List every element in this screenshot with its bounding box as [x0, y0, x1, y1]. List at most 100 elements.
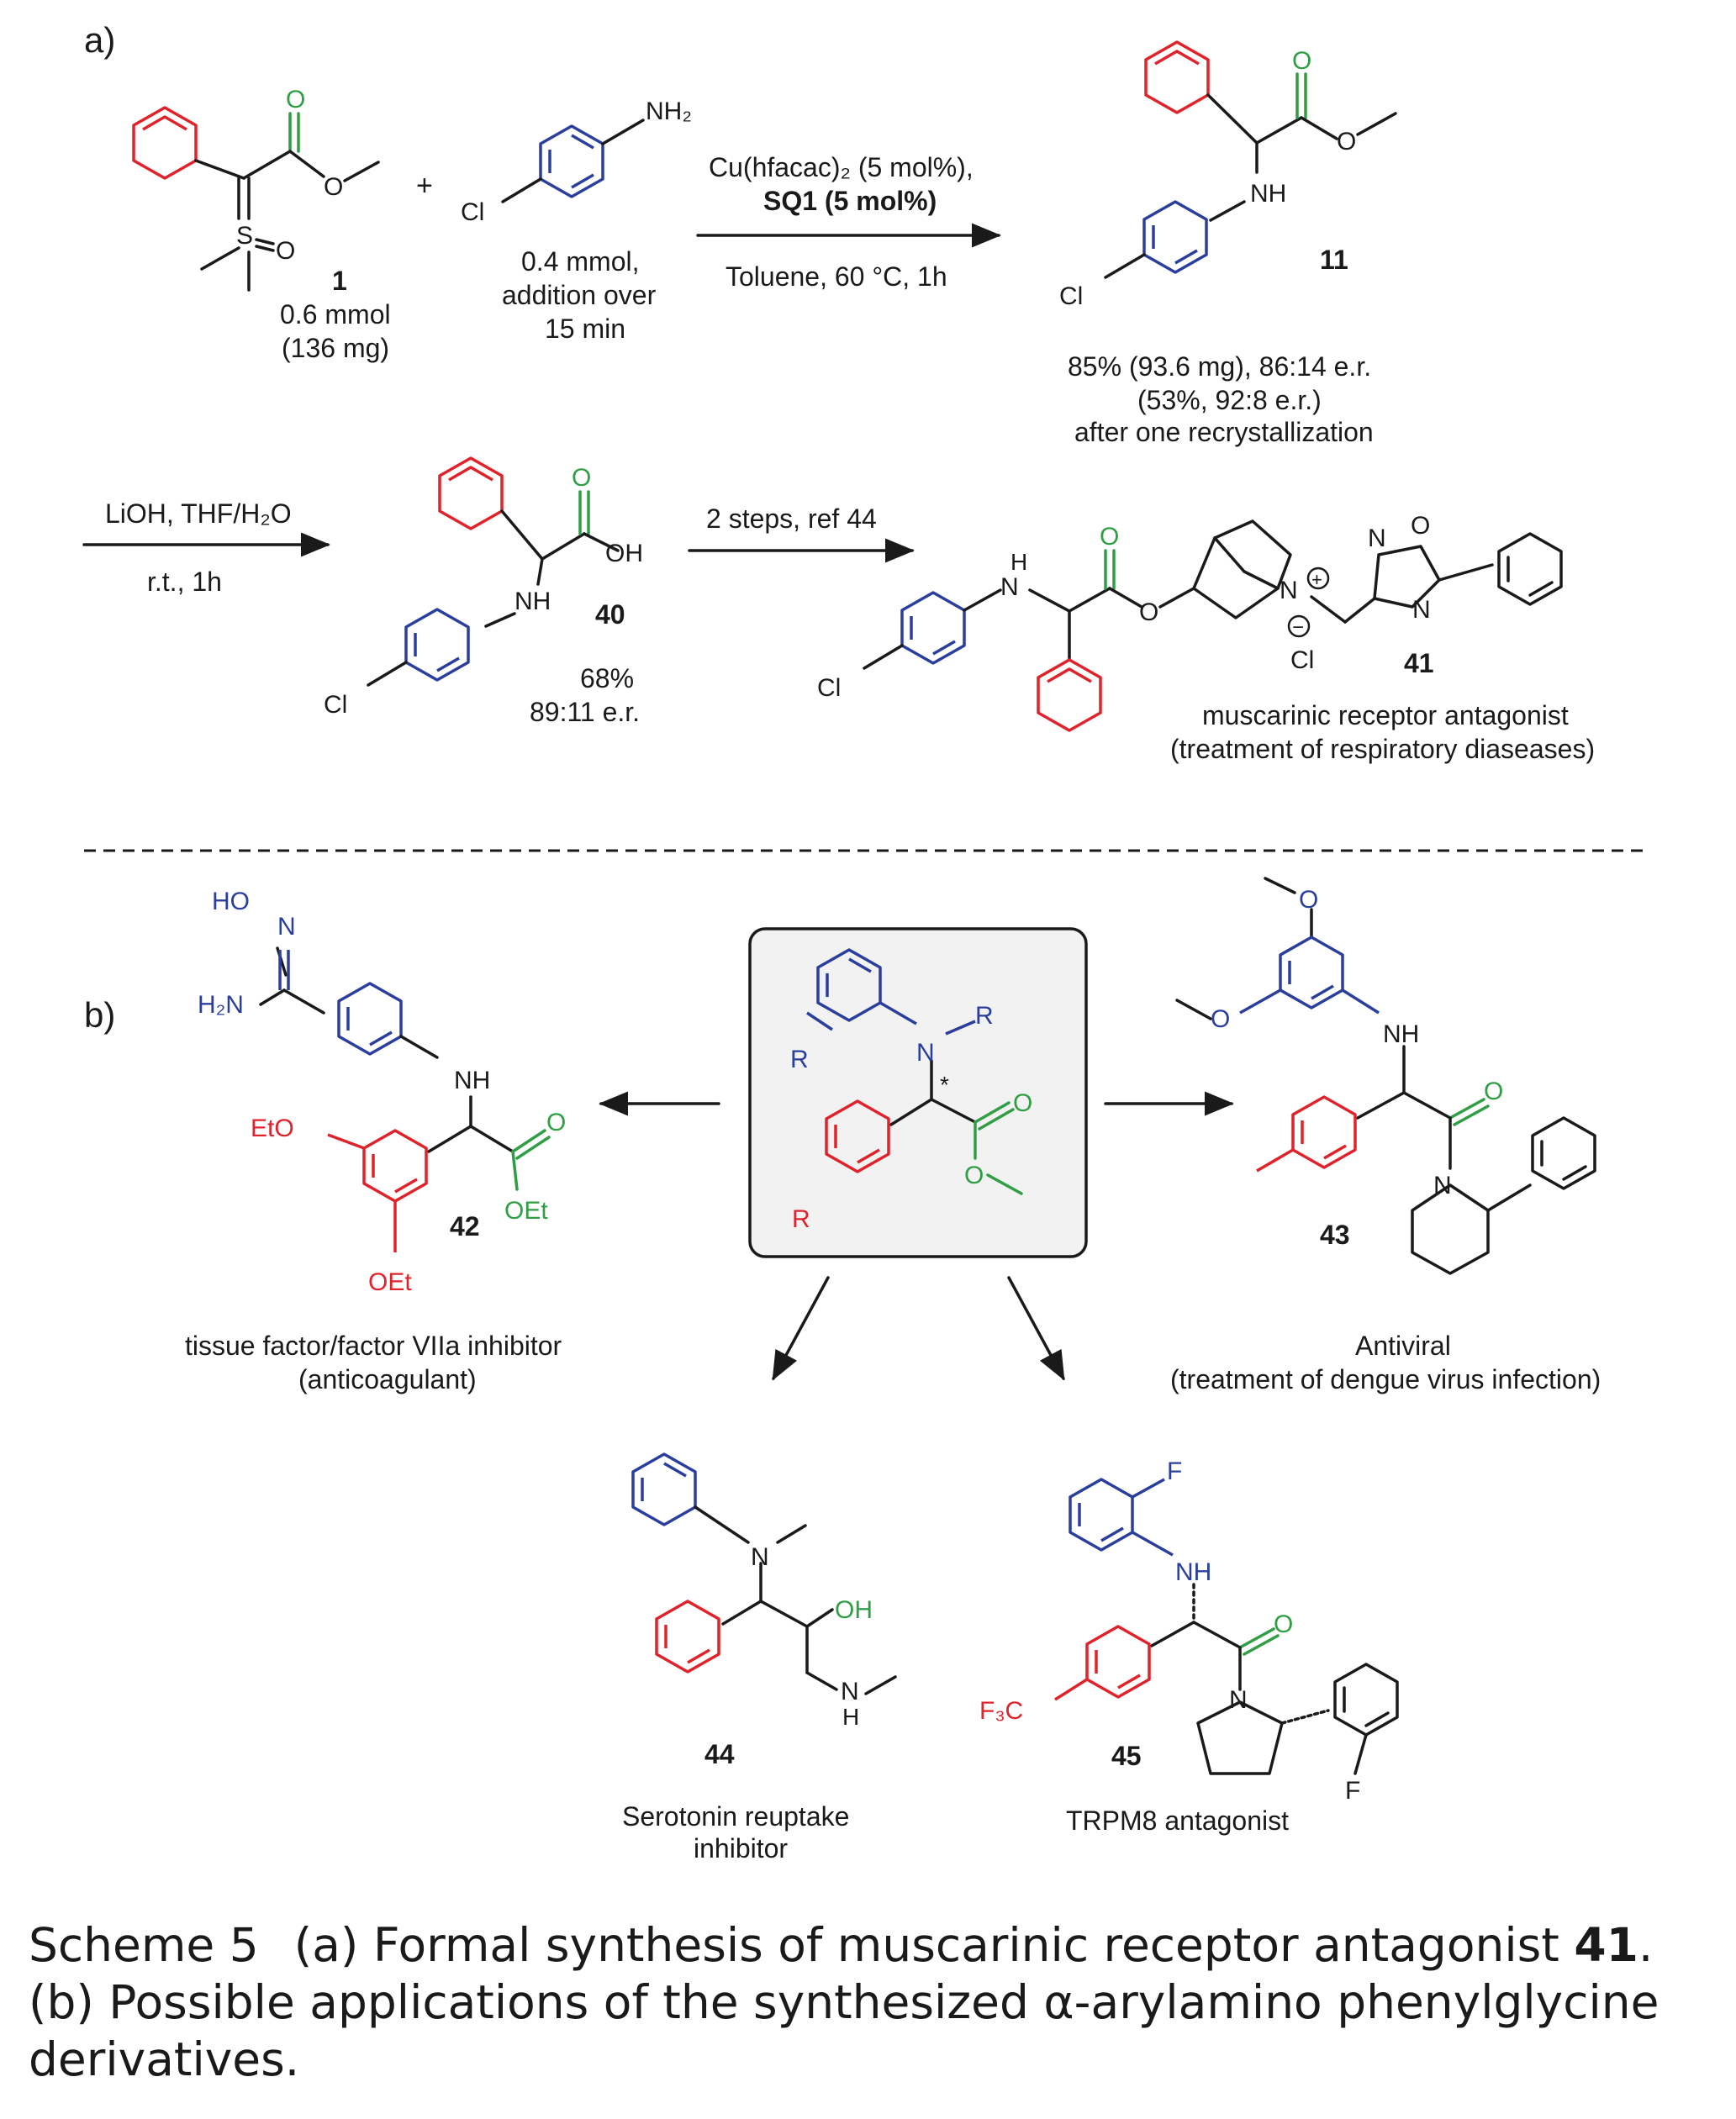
atom-n: N [1229, 1686, 1248, 1714]
minus-charge: − [1292, 616, 1304, 639]
ligand-label: SQ1 (5 mol%) [763, 186, 937, 216]
chloroaniline-structure [501, 119, 645, 203]
caption-compound-ref: 41 [1574, 1918, 1638, 1972]
atom-o: O [1211, 1005, 1230, 1033]
compound-45-structure [1054, 1478, 1399, 1775]
compound-40-yield: 68% [580, 663, 634, 693]
compound-40-number: 40 [595, 599, 625, 630]
compound-42-desc-1: tissue factor/factor VIIa inhibitor [185, 1331, 562, 1361]
compound-1-structure [132, 106, 380, 292]
atom-h: H [842, 1704, 859, 1730]
atom-o: O [1100, 523, 1119, 551]
atom-o: O [572, 464, 591, 492]
catalyst-label: Cu(hfacac)₂ (5 mol%), [709, 152, 974, 182]
atom-eto: EtO [251, 1115, 294, 1142]
atom-f3c: F₃C [979, 1697, 1023, 1725]
atom-nh2: NH₂ [646, 98, 692, 125]
plus-charge: + [1311, 569, 1322, 590]
atom-ho: HO [212, 888, 250, 915]
atom-n: N [1280, 577, 1298, 604]
atom-oh: OH [605, 540, 643, 567]
compound-1-amount: 0.6 mmol [280, 299, 391, 329]
atom-r: R [792, 1205, 810, 1233]
atom-n: N [751, 1543, 769, 1571]
compound-42-desc-2: (anticoagulant) [298, 1364, 477, 1394]
atom-n: N [1412, 596, 1431, 624]
atom-n: N [1433, 1172, 1452, 1199]
compound-43-structure [1175, 877, 1596, 1275]
compound-11-structure [1104, 40, 1397, 279]
atom-o: O [964, 1162, 984, 1189]
next-step-label: 2 steps, ref 44 [706, 503, 877, 534]
caption-text-1: (a) Formal synthesis of muscarinic recep… [293, 1918, 1575, 1972]
compound-43-desc-1: Antiviral [1355, 1331, 1451, 1361]
compound-1-number: 1 [332, 266, 347, 296]
conditions-label: Toluene, 60 °C, 1h [726, 261, 947, 292]
compound-44-desc-1: Serotonin reuptake [622, 1801, 849, 1832]
atom-n: N [277, 913, 296, 941]
atom-n: N [1000, 573, 1019, 601]
atom-o: O [286, 86, 305, 113]
atom-nh: NH [514, 588, 551, 615]
atom-o: O [546, 1109, 566, 1136]
reagent-label: LiOH, THF/H₂O [105, 498, 292, 529]
compound-41-desc-1: muscarinic receptor antagonist [1202, 700, 1569, 730]
yield-line-1: 85% (93.6 mg), 86:14 e.r. [1068, 351, 1371, 382]
compound-40-er: 89:11 e.r. [530, 697, 640, 727]
amine-amount: 0.4 mmol, [521, 246, 639, 277]
atom-nh: NH [454, 1067, 490, 1094]
atom-cl: Cl [461, 198, 484, 226]
atom-n: N [841, 1678, 859, 1705]
compound-44-structure [631, 1452, 897, 1695]
atom-nh: NH [1175, 1558, 1211, 1586]
atom-f: F [1167, 1457, 1182, 1485]
atom-o: O [324, 173, 343, 201]
stereo-star: * [940, 1072, 949, 1098]
reaction-scheme: a) O O S O 1 0.6 mmol (136 mg) + NH₂ Cl … [82, 20, 1648, 1863]
plus-sign: + [416, 170, 433, 202]
compound-11-number: 11 [1320, 245, 1348, 275]
atom-cl: Cl [1059, 282, 1083, 310]
compound-45-desc: TRPM8 antagonist [1066, 1805, 1289, 1836]
atom-n: N [916, 1039, 935, 1067]
atom-o: O [1013, 1089, 1032, 1117]
atom-o: O [1274, 1610, 1293, 1638]
compound-40-structure [367, 456, 620, 687]
atom-s: S [236, 222, 253, 250]
atom-nh: NH [1250, 180, 1286, 208]
yield-line-3: after one recrystallization [1074, 417, 1374, 447]
compound-45-number: 45 [1111, 1741, 1142, 1771]
amine-addition: addition over [502, 280, 657, 310]
compound-42-structure [259, 946, 551, 1252]
conditions-label-2: r.t., 1h [147, 567, 222, 597]
compound-41-structure [863, 519, 1563, 732]
atom-r: R [975, 1002, 994, 1030]
panel-b-label: b) [84, 995, 115, 1035]
arrow-to-44 [772, 1276, 830, 1381]
atom-o: O [1299, 886, 1318, 914]
atom-r: R [790, 1046, 809, 1073]
atom-h: H [1010, 549, 1027, 575]
panel-a-label: a) [84, 20, 115, 60]
yield-line-2: (53%, 92:8 e.r.) [1137, 385, 1322, 415]
atom-oh: OH [835, 1596, 873, 1624]
atom-o: O [276, 237, 295, 265]
arrow-to-45 [1007, 1276, 1065, 1381]
atom-cl: Cl [817, 674, 841, 702]
atom-h2n: H₂N [198, 991, 244, 1019]
atom-o: O [1337, 128, 1356, 155]
atom-o: O [1292, 47, 1311, 75]
compound-44-desc-2: inhibitor [694, 1833, 788, 1863]
atom-nh: NH [1383, 1020, 1419, 1048]
compound-41-desc-2: (treatment of respiratory diaseases) [1170, 734, 1595, 764]
atom-o: O [1484, 1078, 1503, 1105]
amine-time: 15 min [545, 314, 625, 344]
compound-43-desc-2: (treatment of dengue virus infection) [1170, 1364, 1601, 1394]
compound-1-mass: (136 mg) [282, 333, 389, 363]
caption-label: Scheme 5 [29, 1918, 259, 1972]
general-structure [806, 948, 1023, 1195]
atom-oet: OEt [368, 1268, 412, 1296]
scheme-caption: Scheme 5 (a) Formal synthesis of muscarin… [29, 1916, 1710, 2088]
atom-cl: Cl [1290, 646, 1314, 674]
compound-42-number: 42 [450, 1211, 480, 1241]
